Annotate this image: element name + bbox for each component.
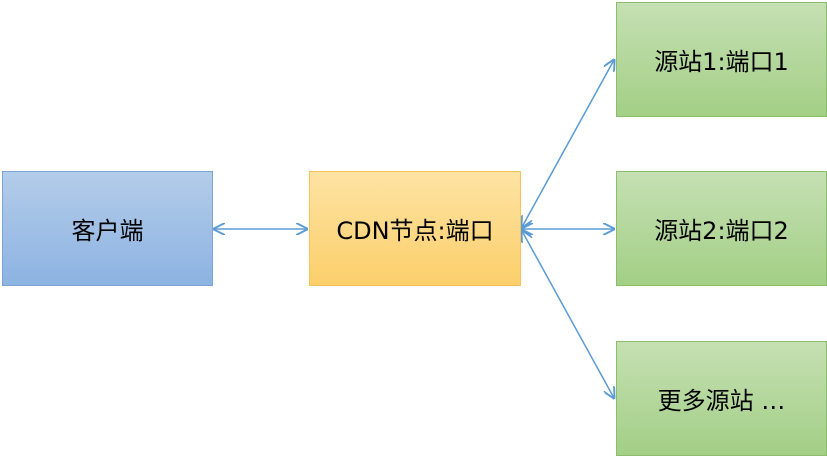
client-node: 客户端 — [2, 171, 213, 286]
cdn-node-label: CDN节点:端口 — [336, 217, 494, 245]
edge-cdn-origin-1 — [522, 60, 614, 227]
cdn-node: CDN节点:端口 — [309, 171, 521, 286]
origin-node-1: 源站1:端口1 — [616, 2, 827, 117]
origin-node-2-label: 源站2:端口2 — [654, 217, 789, 245]
client-node-label: 客户端 — [71, 217, 144, 245]
origin-node-more: 更多源站 … — [616, 341, 827, 456]
origin-node-1-label: 源站1:端口1 — [654, 48, 789, 76]
origin-node-more-label: 更多源站 … — [657, 387, 786, 415]
edge-cdn-origin-more — [522, 231, 614, 398]
origin-node-2: 源站2:端口2 — [616, 171, 827, 286]
